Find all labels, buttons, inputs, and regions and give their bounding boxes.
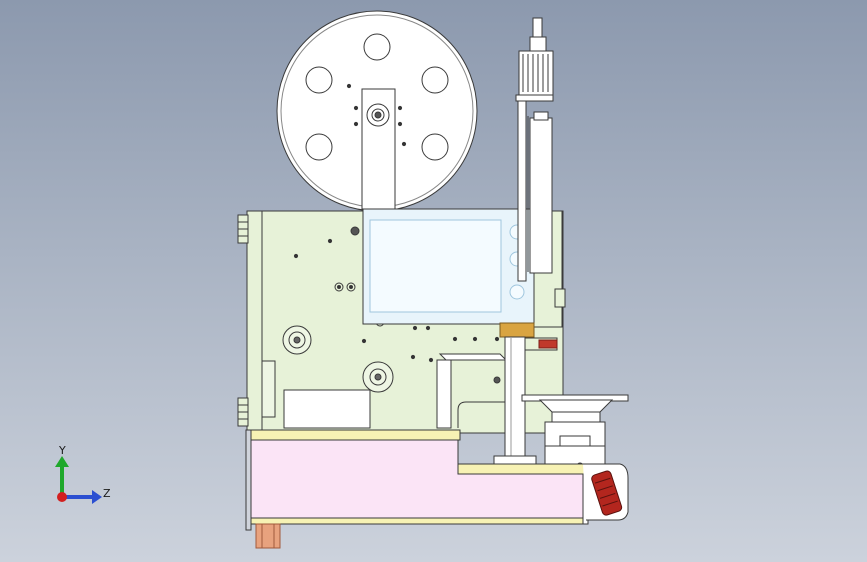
red-roller <box>591 470 623 516</box>
screen-button-3 <box>509 284 525 300</box>
rotary-table <box>521 394 629 470</box>
reel-hole-lower-right <box>421 133 449 161</box>
reel-hole-upper-right <box>421 66 449 94</box>
triad-origin <box>57 492 67 502</box>
reel-hole-upper-left <box>305 66 333 94</box>
base-housing <box>245 429 629 549</box>
orientation-triad[interactable]: Y Z <box>55 444 111 504</box>
peel-plate <box>438 353 508 361</box>
base-bottom-strip <box>249 517 587 525</box>
reel-hole-lower-left <box>305 133 333 161</box>
copper-foot <box>255 523 281 549</box>
label-reel <box>276 10 478 216</box>
triad-y-label: Y <box>58 444 66 457</box>
stepper-motor <box>518 50 554 96</box>
bronze-collar <box>499 322 535 338</box>
triad-z-label: Z <box>103 487 111 500</box>
vertical-column <box>493 17 554 465</box>
reel-hole-top <box>363 33 391 61</box>
lower-box <box>283 389 371 429</box>
guide-cylinder <box>529 117 553 274</box>
touch-screen <box>369 219 502 313</box>
base-top-strip <box>249 429 461 441</box>
